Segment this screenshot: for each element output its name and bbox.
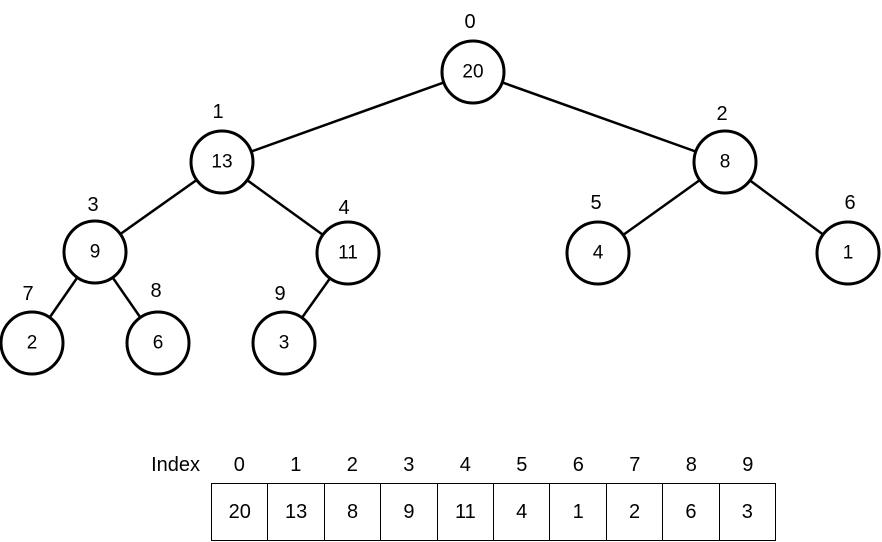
array-index-row: 0 1 2 3 4 5 6 7 8 9 [211, 454, 776, 476]
node-value-8: 6 [153, 333, 164, 354]
tree-node-2: 82 [692, 103, 758, 195]
array-index-8: 8 [685, 454, 697, 476]
node-value-7: 2 [27, 333, 38, 354]
tree-node-3: 93 [62, 194, 128, 285]
array-index-9: 9 [742, 454, 754, 476]
node-index-label-8: 8 [150, 280, 161, 302]
node-value-2: 8 [720, 152, 731, 173]
node-index-label-4: 4 [338, 197, 349, 219]
node-index-label-7: 7 [22, 283, 33, 305]
array-index-6: 6 [572, 454, 584, 476]
node-value-0: 20 [462, 62, 483, 83]
array-index-2: 2 [346, 454, 358, 476]
array-index-3: 3 [403, 454, 415, 476]
node-index-label-9: 9 [274, 283, 285, 305]
node-index-label-5: 5 [590, 192, 601, 214]
node-index-label-3: 3 [87, 194, 98, 216]
array-index-1: 1 [290, 454, 302, 476]
array-index-label: Index [151, 454, 200, 476]
tree-edge-0-2 [472, 70, 726, 164]
node-index-label-0: 0 [464, 11, 475, 33]
node-value-1: 13 [211, 152, 232, 173]
array-cell-3: 9 [381, 484, 438, 540]
array-cell-9: 3 [741, 500, 753, 523]
node-value-3: 9 [90, 242, 101, 263]
array-index-7: 7 [629, 454, 641, 476]
node-index-label-2: 2 [716, 103, 727, 125]
node-value-4: 11 [338, 243, 358, 264]
node-circle-1 [189, 129, 255, 195]
array-cell-6: 1 [550, 484, 607, 540]
node-circle-8 [125, 310, 191, 376]
array-cell-7: 2 [607, 484, 664, 540]
node-circle-0 [440, 39, 506, 105]
tree-node-0: 20 0 [440, 11, 506, 105]
node-circle-2 [692, 129, 758, 195]
tree-edge-0-1 [221, 70, 474, 164]
array-cell-5: 4 [494, 484, 551, 540]
array-cell-2: 8 [325, 484, 382, 540]
node-value-9: 3 [279, 333, 290, 354]
node-circle-4 [315, 220, 381, 286]
array-index-4: 4 [459, 454, 471, 476]
node-value-6: 1 [843, 243, 854, 264]
array-cell-8: 6 [663, 484, 720, 540]
array-cell-4: 11 [438, 484, 495, 540]
tree-node-7: 27 [0, 283, 65, 376]
tree-node-8: 68 [125, 280, 191, 376]
node-circle-5 [565, 220, 631, 286]
array-cell-1: 13 [268, 484, 325, 540]
node-circle-3 [62, 219, 128, 285]
array-index-5: 5 [516, 454, 528, 476]
node-value-5: 4 [593, 243, 604, 264]
tree-node-1: 13 1 [189, 101, 255, 195]
node-circle-9 [251, 310, 317, 376]
tree-node-6: 16 [815, 192, 881, 286]
array-index-0: 0 [233, 454, 245, 476]
node-circle-7 [0, 310, 65, 376]
node-index-label-6: 6 [844, 192, 855, 214]
tree-node-4: 11 4 [315, 197, 381, 286]
array-cell-0: 20 [212, 484, 269, 540]
tree-node-9: 39 [251, 283, 317, 376]
tree-node-5: 45 [565, 192, 631, 286]
node-circle-6 [815, 220, 881, 286]
node-index-label-1: 1 [212, 101, 223, 123]
